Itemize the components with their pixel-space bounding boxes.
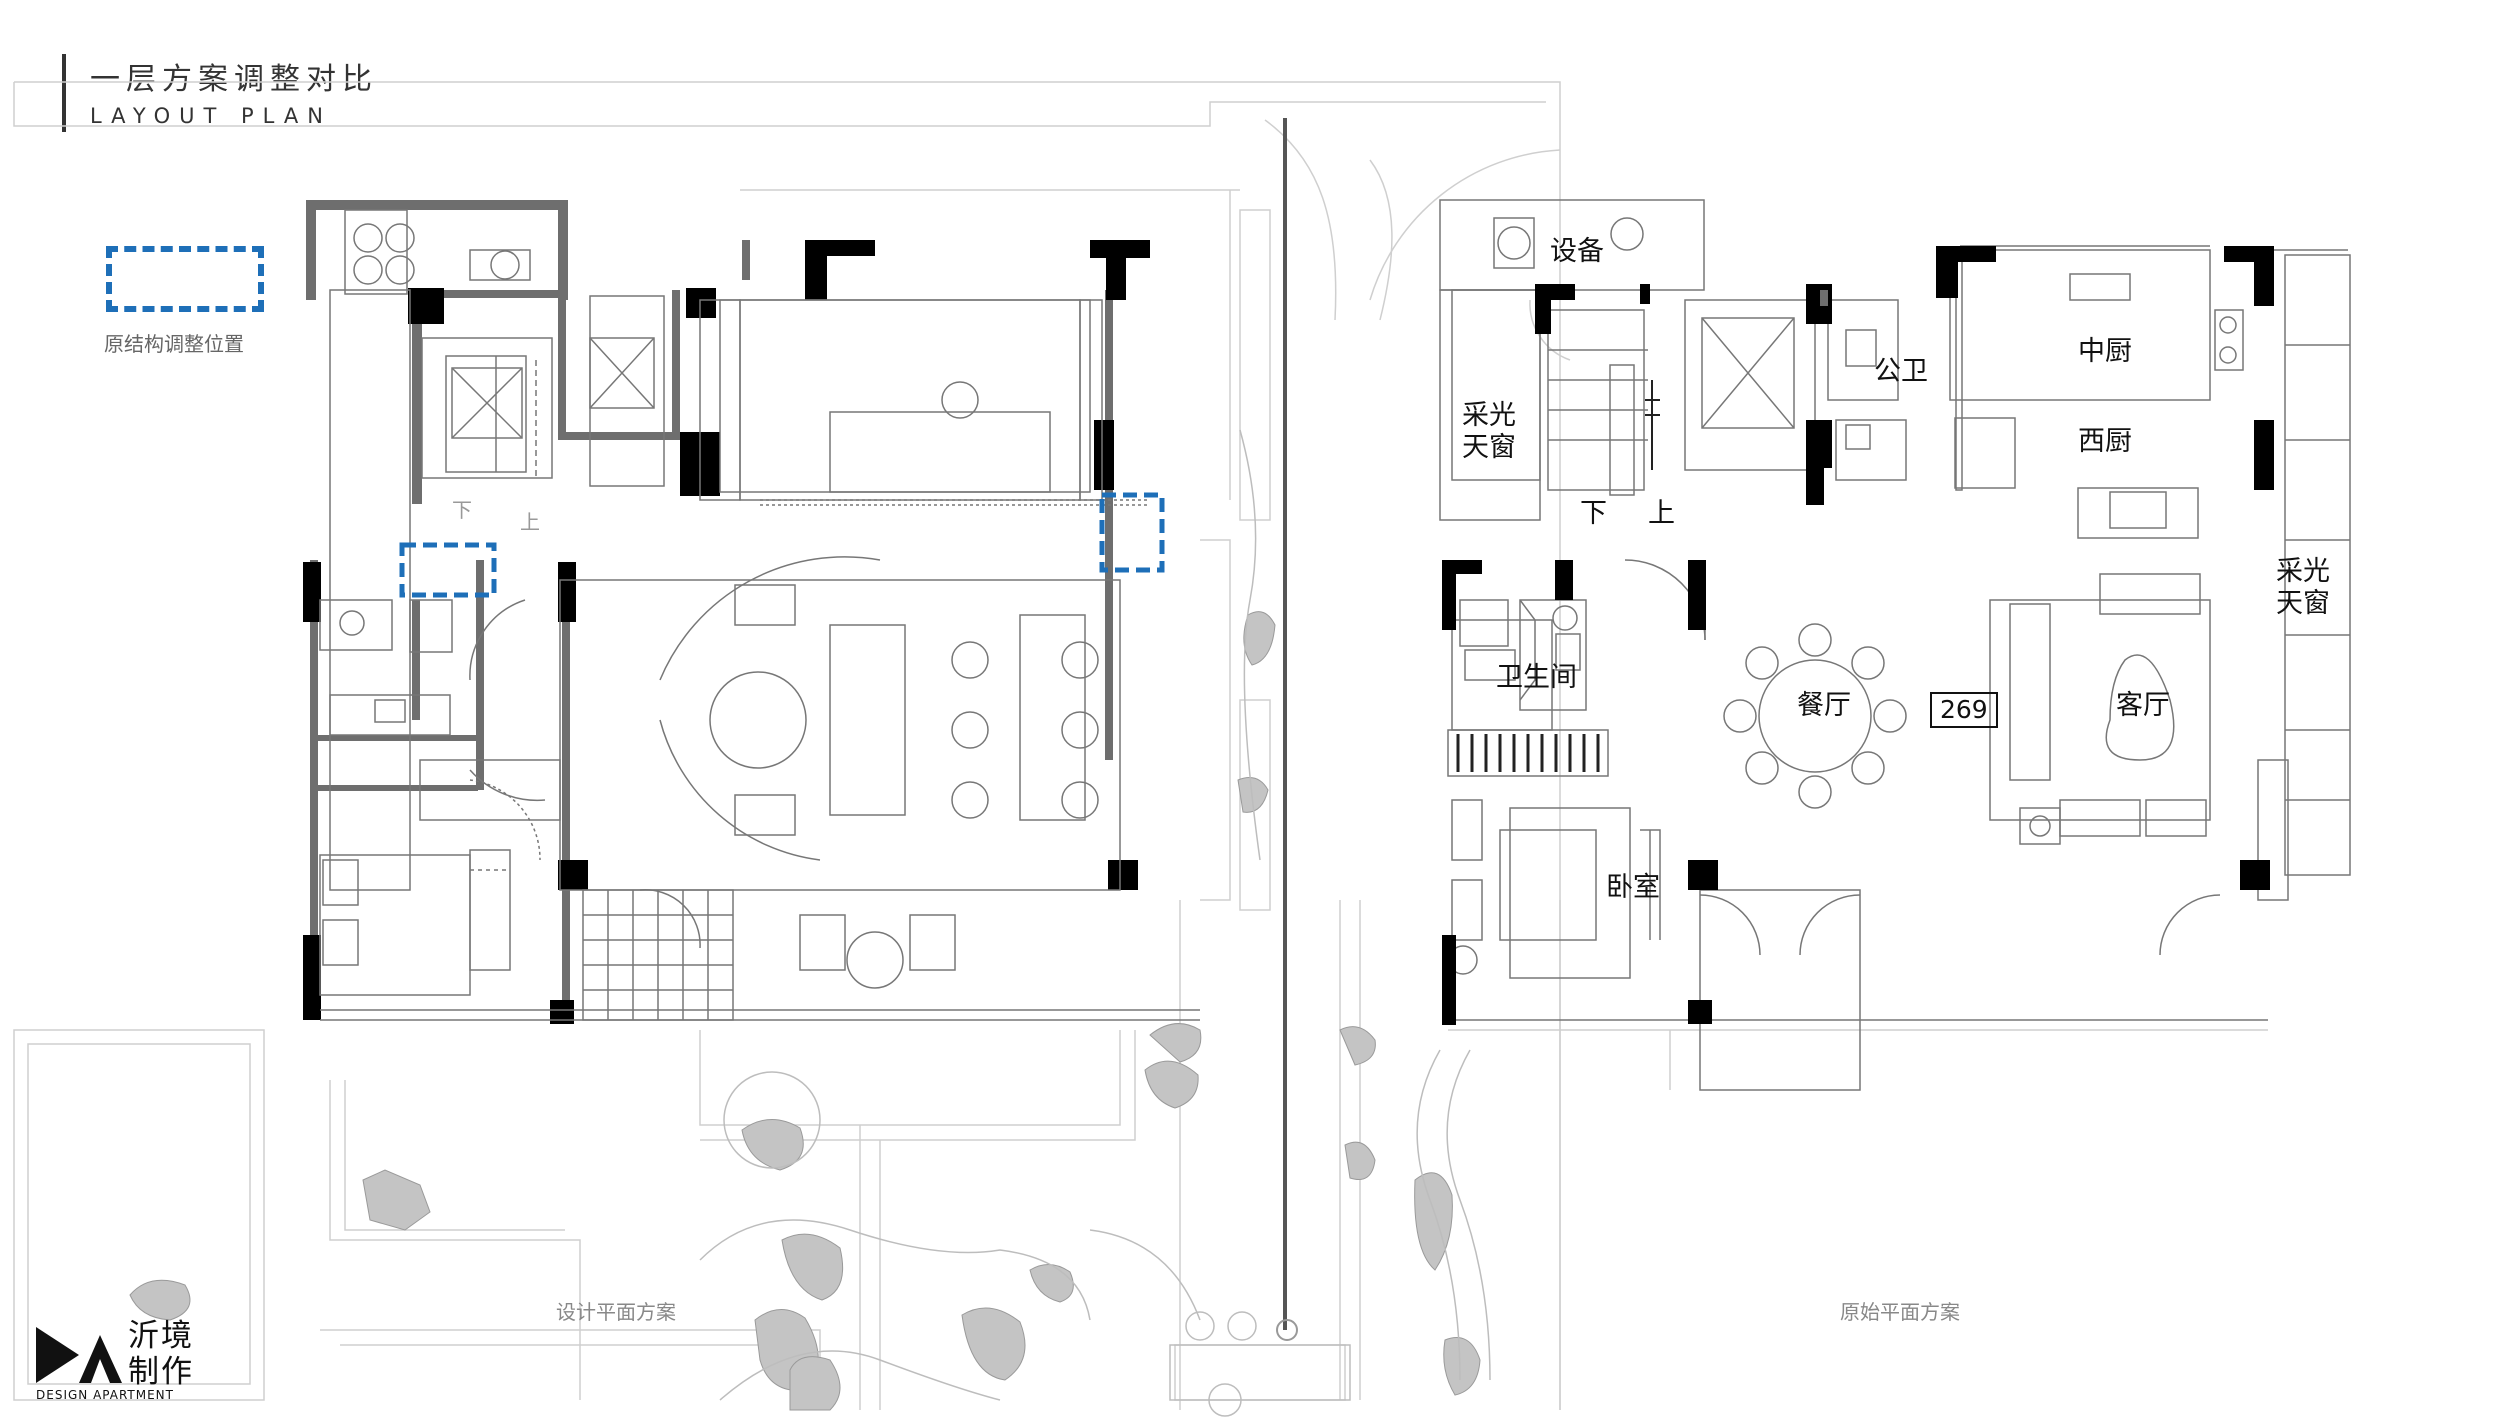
room-label-skylight-right: 采光 天窗 (2276, 556, 2330, 620)
landscape-paths (699, 429, 1491, 1417)
design-columns (303, 240, 1150, 1024)
page-subtitle: LAYOUT PLAN (90, 104, 332, 128)
site-lines (13, 81, 2268, 1410)
original-interior-lines (1439, 199, 2351, 1091)
brand-name-en: DESIGN APARTMENT (36, 1388, 174, 1402)
legend-label: 原结构调整位置 (104, 332, 244, 356)
original-plan (1439, 199, 2351, 1091)
brand-logo (36, 1327, 122, 1383)
original-stair-up-label: 上 (1648, 498, 1675, 529)
design-plan-caption: 设计平面方案 (556, 1300, 676, 1324)
landscape-rocks (129, 611, 1481, 1411)
legend-swatch-structural-change (106, 246, 264, 312)
design-walls-new (306, 200, 1113, 1020)
design-stair-up-label: 上 (520, 510, 540, 534)
room-label-skylight-left: 采光 天窗 (1462, 400, 1516, 464)
original-walls (1442, 246, 2274, 1025)
room-label-bathroom: 卫生间 (1496, 662, 1577, 693)
title-bar (62, 54, 66, 132)
room-label-living: 客厅 (2116, 690, 2170, 721)
room-label-bedroom: 卧室 (1606, 872, 1660, 903)
page-title: 一层方案调整对比 (90, 62, 378, 97)
brand-name-cn: 沂境 制作 (128, 1318, 194, 1390)
design-plan (303, 200, 1200, 1024)
room-label-western-kitchen: 西厨 (2078, 426, 2132, 457)
stair-arrow (1645, 380, 1660, 470)
original-plan-caption: 原始平面方案 (1840, 1300, 1960, 1324)
room-label-dining: 餐厅 (1797, 690, 1851, 721)
design-stair-down-label: 下 (452, 498, 472, 522)
dimension-label: 269 (1930, 692, 1998, 728)
room-label-chinese-kitchen: 中厨 (2078, 336, 2132, 367)
design-change-markers (399, 492, 1165, 598)
room-label-equipment: 设备 (1550, 236, 1604, 267)
design-interior-lines (319, 209, 1200, 1021)
original-stair-down-label: 下 (1580, 498, 1607, 529)
room-label-public-wc: 公卫 (1874, 356, 1928, 387)
